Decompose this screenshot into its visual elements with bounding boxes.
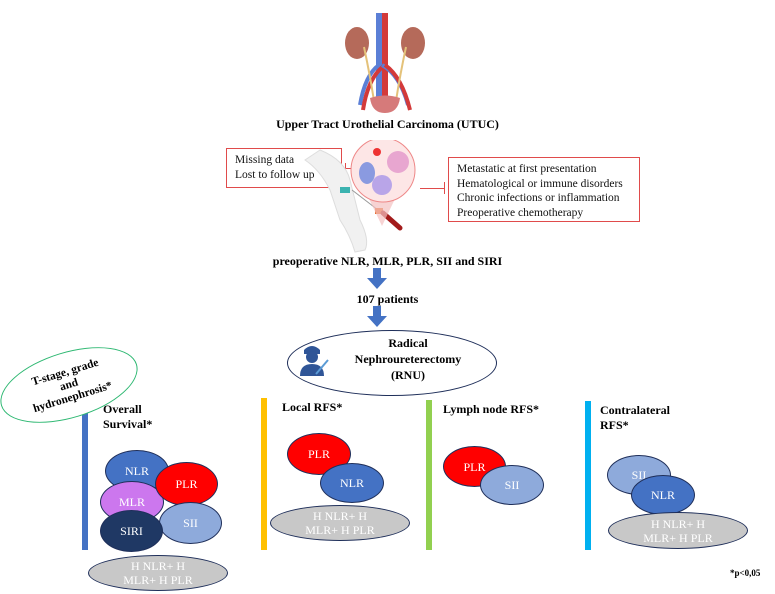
blood-draw-illustration xyxy=(304,140,416,253)
overall-survival-bar xyxy=(82,405,88,550)
overall-title-line1: Overall xyxy=(103,402,142,416)
contra-title-line2: RFS* xyxy=(600,418,629,432)
local-rfs-bar xyxy=(261,398,267,550)
combo-line2: MLR+ H PLR xyxy=(305,523,375,537)
exclusion-box-right: Metastatic at first presentation Hematol… xyxy=(448,157,640,222)
down-arrow-icon xyxy=(367,268,387,289)
exclusion-item: Chronic infections or inflammation xyxy=(457,192,620,204)
contra-title-line1: Contralateral xyxy=(600,403,670,417)
urinary-tract-illustration xyxy=(345,13,425,113)
lymph-node-rfs-bar xyxy=(426,400,432,550)
marker-sii: SII xyxy=(480,465,544,505)
contralateral-rfs-bar xyxy=(585,401,591,550)
surgery-line1: Radical xyxy=(388,336,428,350)
exclusion-item: Preoperative chemotherapy xyxy=(457,206,584,219)
connector-right xyxy=(420,188,444,189)
marker-nlr: NLR xyxy=(631,475,695,515)
surgery-node xyxy=(287,330,497,396)
surgeon-icon xyxy=(300,346,329,376)
connector-right-tick xyxy=(444,182,445,194)
overall-title-line2: Survival* xyxy=(103,417,153,431)
local-rfs-title: Local RFS* xyxy=(282,400,343,414)
exclusion-item: Lost to follow up xyxy=(235,168,315,181)
marker-sii: SII xyxy=(159,502,222,544)
surgery-label: Radical Nephroureterectomy (RNU) xyxy=(338,335,478,383)
surgery-line3: (RNU) xyxy=(391,368,425,382)
overall-survival-title: Overall Survival* xyxy=(103,402,152,432)
exclusion-item: Metastatic at first presentation xyxy=(457,163,597,175)
exclusion-item: Missing data xyxy=(235,154,295,166)
combo-line2: MLR+ H PLR xyxy=(643,530,713,545)
page-title: Upper Tract Urothelial Carcinoma (UTUC) xyxy=(276,117,499,131)
marker-plr: PLR xyxy=(155,462,218,506)
markers-line: preoperative NLR, MLR, PLR, SII and SIRI xyxy=(272,254,503,268)
footnote: *p<0,05 xyxy=(730,568,761,578)
patients-count: 107 patients xyxy=(356,292,419,306)
combo-marker: H NLR+ H MLR+ H PLR xyxy=(608,512,748,549)
exclusion-item: Hematological or immune disorders xyxy=(457,177,623,190)
down-arrow-icon xyxy=(367,306,387,327)
surgery-line2: Nephroureterectomy xyxy=(354,352,462,366)
combo-line2: MLR+ H PLR xyxy=(123,573,193,587)
lymph-node-rfs-title: Lymph node RFS* xyxy=(443,402,540,416)
combo-line1: H NLR+ H xyxy=(312,509,368,523)
combo-line1: H NLR+ H xyxy=(130,559,186,573)
marker-nlr: NLR xyxy=(320,463,384,503)
combo-marker: H NLR+ H MLR+ H PLR xyxy=(88,555,228,591)
marker-siri: SIRI xyxy=(100,510,163,552)
combo-line1: H NLR+ H xyxy=(650,516,706,531)
contralateral-rfs-title: Contralateral RFS* xyxy=(600,403,670,433)
combo-marker: H NLR+ H MLR+ H PLR xyxy=(270,505,410,541)
